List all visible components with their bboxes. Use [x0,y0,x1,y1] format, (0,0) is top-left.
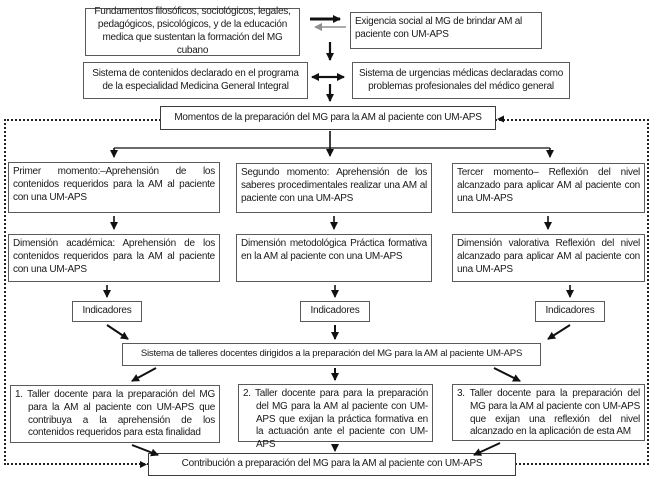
box-sistema-contenidos: Sistema de contenidos declarado en el pr… [83,62,308,99]
box-primer-momento: Primer momento:–Aprehensión de los conte… [8,162,220,213]
box-contribucion: Contribución a preparación del MG para l… [148,453,516,476]
box-segundo-momento: Segundo momento: Aprehensión de los sabe… [236,163,432,213]
box-momentos-header: Momentos de la preparación del MG para l… [160,106,496,130]
box-dimension-academica: Dimensión académica: Aprehensión de los … [8,234,220,282]
box-talleres-header: Sistema de talleres docentes dirigidos a… [122,343,541,366]
box-dimension-metodologica: Dimensión metodológica Práctica formativ… [236,234,432,282]
box-indicadores-2: Indicadores [300,301,370,322]
box-taller-2: 2. Taller docente para para la preparaci… [238,384,433,450]
box-exigencia-social: Exigencia social al MG de brindar AM al … [350,12,542,49]
box-indicadores-1: Indicadores [72,301,142,322]
box-fundamentos: Fundamentos filosóficos, sociológicos, l… [85,6,300,56]
box-sistema-urgencias: Sistema de urgencias médicas declaradas … [352,62,570,99]
box-indicadores-3: Indicadores [535,301,605,322]
box-taller-1: 1. Taller docente para la preparación de… [10,385,220,443]
box-taller-3: 3. Taller docente para la preparación de… [452,384,645,441]
box-tercer-momento: Tercer momento– Reflexión del nivel alca… [452,163,645,213]
box-dimension-valorativa: Dimensión valorativa Reflexión del nivel… [452,234,645,282]
